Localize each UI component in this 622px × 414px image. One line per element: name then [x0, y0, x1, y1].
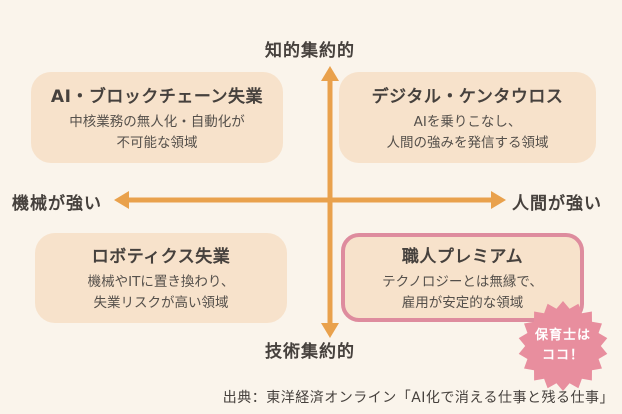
quadrant-box-bottom-right-highlighted: 職人プレミアム テクノロジーとは無縁で、 雇用が安定的な領域	[341, 233, 584, 322]
quadrant-description-line: 失業リスクが高い領域	[93, 295, 229, 311]
quadrant-title: AI・ブロックチェーン失業	[50, 86, 264, 107]
quadrant-title: 職人プレミアム	[401, 246, 524, 267]
quadrant-title: ロボティクス失業	[91, 247, 231, 268]
starburst-icon	[518, 301, 608, 391]
arrow-left-icon	[114, 191, 129, 209]
source-caption: 出典：東洋経済オンライン「AI化で消える仕事と残る仕事」	[222, 390, 614, 406]
highlight-badge: 保育士は ココ！	[518, 301, 608, 391]
quadrant-title: デジタル・ケンタウロス	[371, 86, 564, 107]
badge-burst-shape	[518, 301, 608, 391]
badge-line-2: ココ！	[541, 348, 584, 363]
quadrant-box-bottom-left: ロボティクス失業 機械やITに置き換わり、 失業リスクが高い領域	[35, 233, 287, 323]
quadrant-description-line: テクノロジーとは無縁で、	[382, 273, 543, 290]
arrow-down-icon	[321, 323, 339, 338]
quadrant-description-line: 不可能な領域	[116, 134, 198, 151]
axis-label-bottom: 技術集約的	[265, 342, 355, 362]
arrow-right-icon	[491, 191, 506, 209]
axis-label-left: 機械が強い	[12, 194, 102, 214]
quadrant-description-line: 雇用が安定的な領域	[401, 294, 524, 311]
quadrant-description-line: AIを乗りこなし、	[413, 113, 522, 130]
arrow-up-icon	[321, 66, 339, 81]
quadrant-box-top-left: AI・ブロックチェーン失業 中核業務の無人化・自動化が 不可能な領域	[31, 72, 283, 163]
quadrant-description-line: 機械やITに置き換わり、	[87, 274, 235, 291]
quadrant-description-line: 中核業務の無人化・自動化が	[69, 113, 245, 130]
axis-label-right: 人間が強い	[512, 194, 602, 214]
badge-text: 保育士は ココ！	[518, 301, 608, 391]
quadrant-box-top-right: デジタル・ケンタウロス AIを乗りこなし、 人間の強みを発信する領域	[339, 72, 596, 163]
badge-line-1: 保育士は	[534, 327, 591, 343]
quadrant-description-line: 人間の強みを発信する領域	[386, 134, 549, 151]
axis-label-top: 知的集約的	[265, 41, 355, 61]
